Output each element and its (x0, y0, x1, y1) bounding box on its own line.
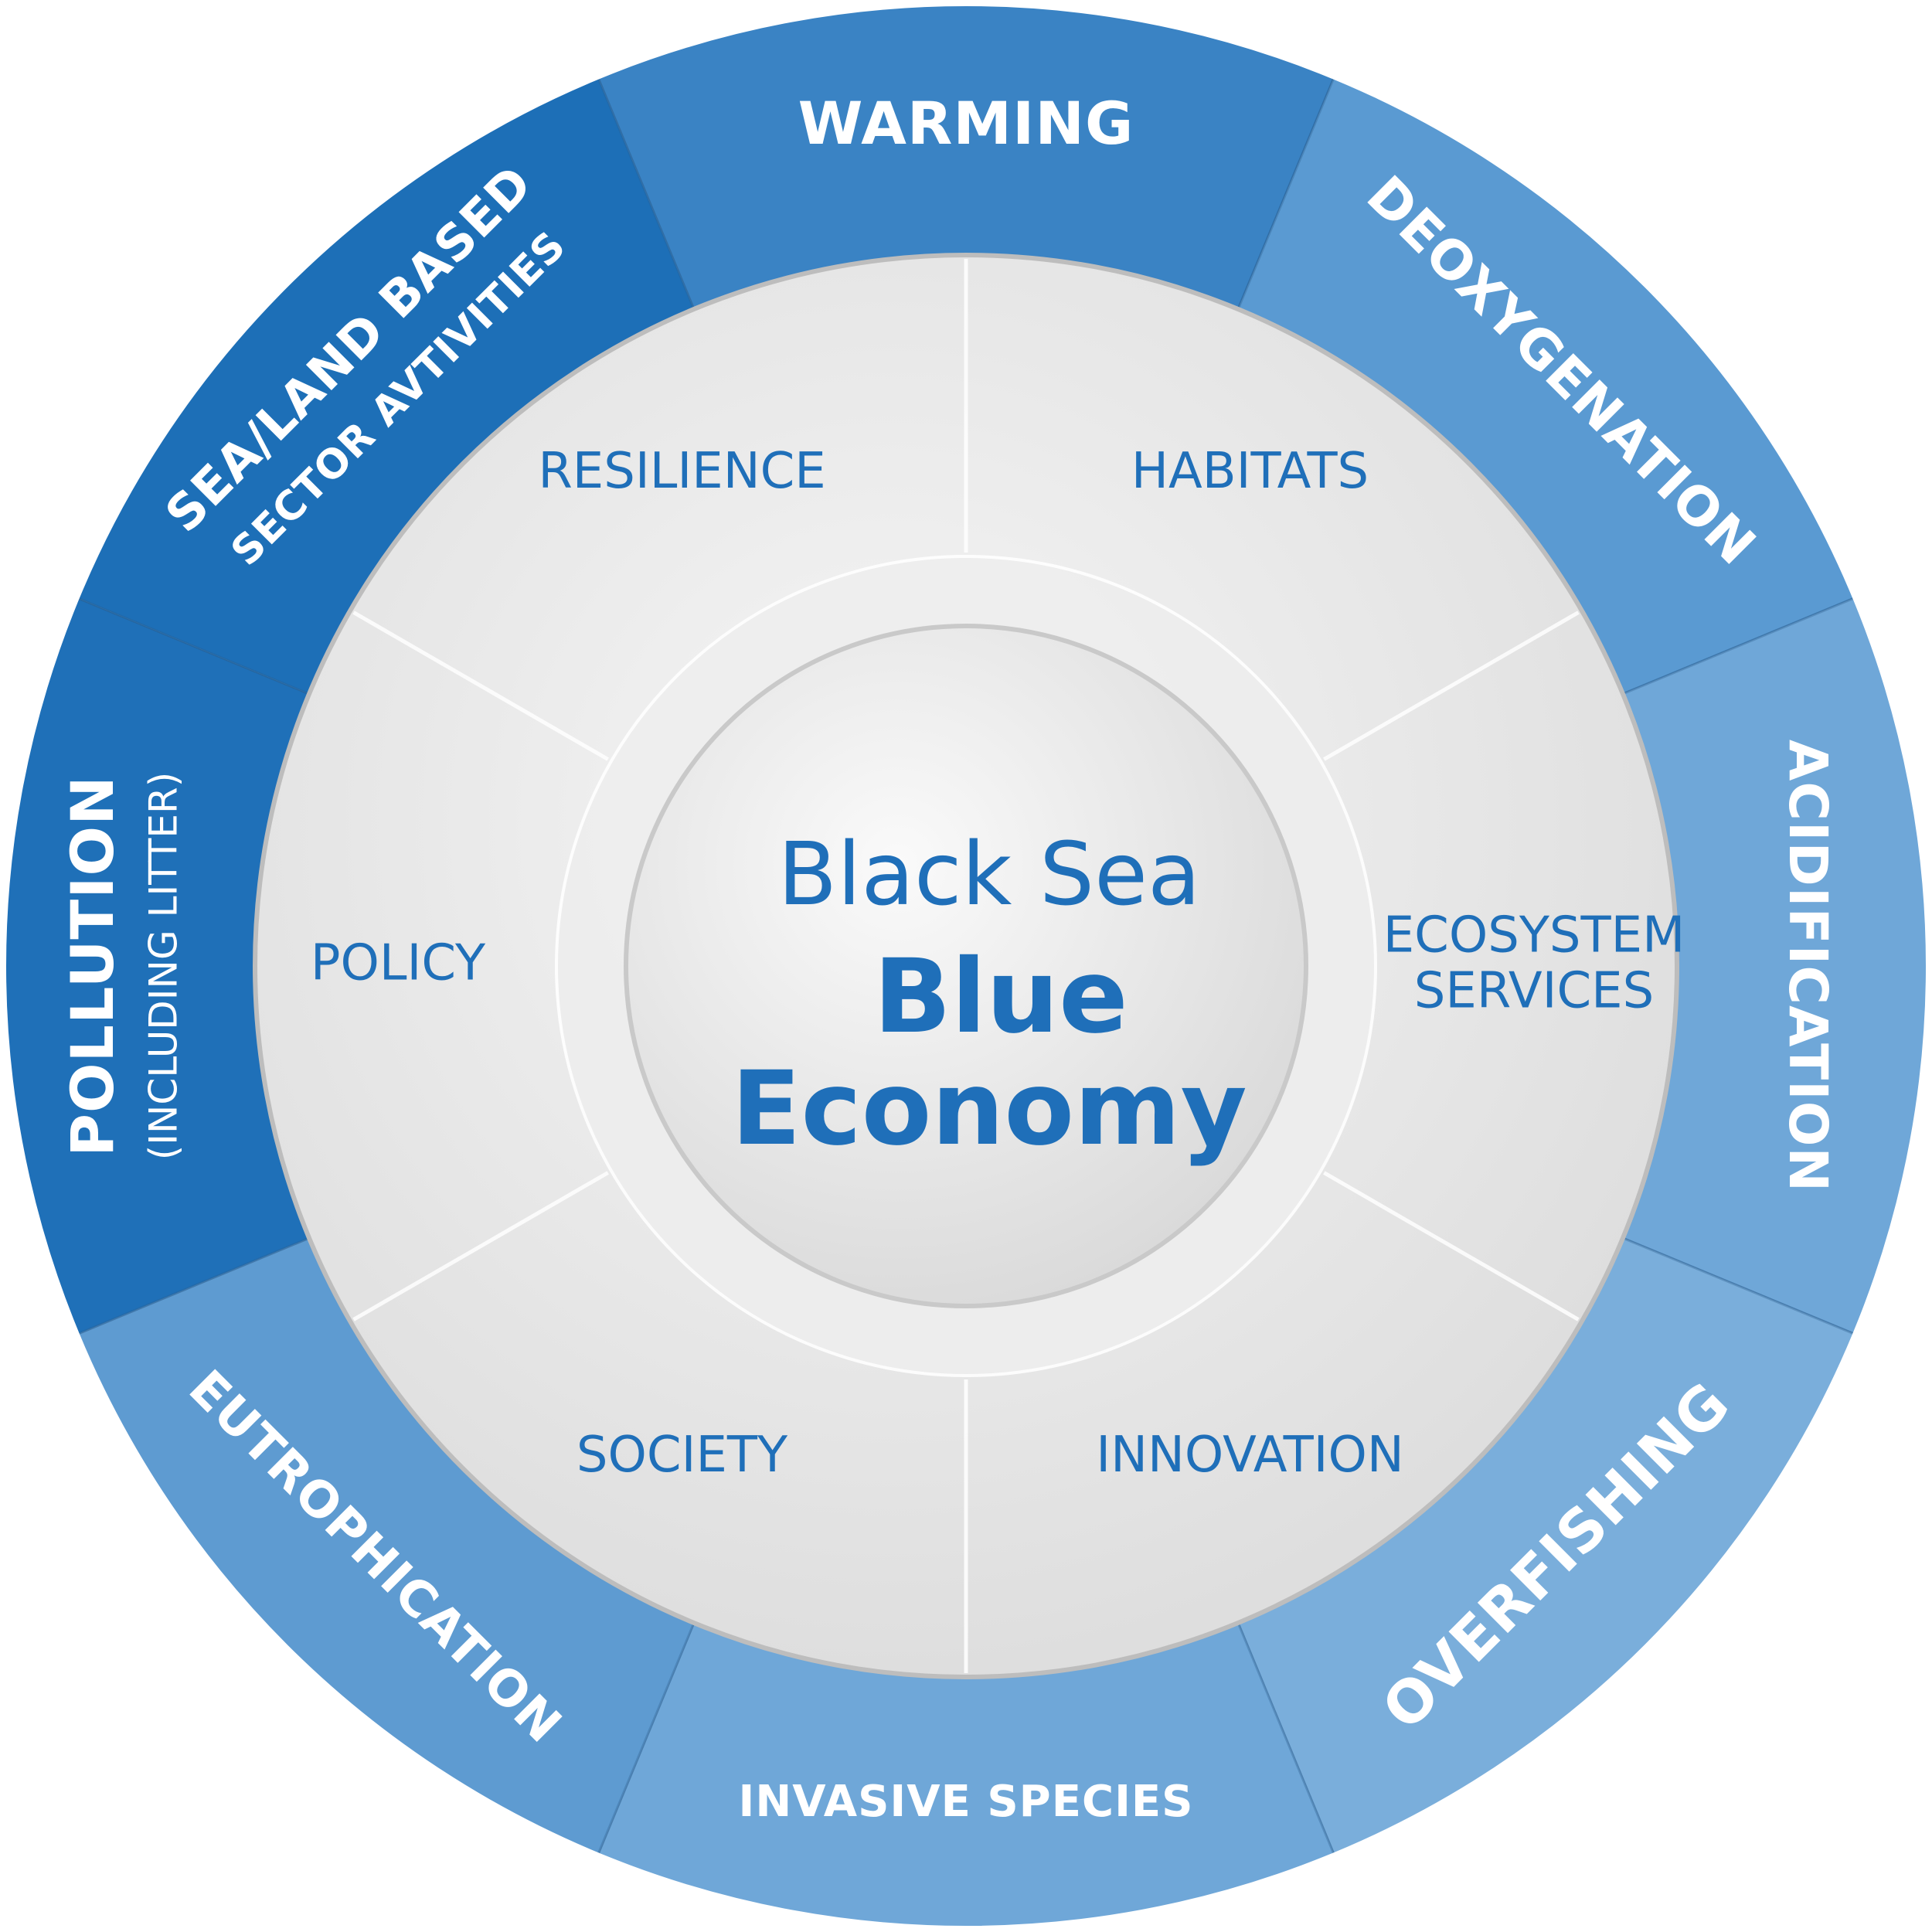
inner-label-ecosystem: ECOSYSTEM (1383, 907, 1685, 964)
inner-label-innovation: INNOVATION (1096, 1427, 1404, 1484)
center-title-line3: Economy (731, 1049, 1247, 1168)
inner-label-society: SOCIETY (577, 1427, 788, 1484)
center-title-line1: Black Sea (777, 825, 1200, 925)
outer-label-warming: WARMING (798, 89, 1134, 158)
inner-label-resilience: RESILIENCE (538, 443, 825, 500)
inner-divider (352, 1171, 609, 1321)
inner-divider (352, 611, 609, 761)
inner-label-policy: POLICY (311, 935, 486, 992)
inner-label-services: SERVICES (1414, 963, 1654, 1020)
inner-ring-dividers (352, 259, 1580, 1673)
inner-divider (1323, 1171, 1580, 1321)
center-disc (624, 624, 1308, 1308)
outer-label-invasive-species: INVASIVE SPECIES (739, 1777, 1194, 1827)
inner-label-habitats: HABITATS (1131, 443, 1369, 500)
outer-label-including-litter: (INCLUDING LITTER) (141, 772, 186, 1160)
inner-divider (1323, 611, 1580, 761)
outer-label-pollution: POLLUTION (58, 775, 127, 1157)
outer-label-acidification: ACIDIFICATION (1777, 740, 1838, 1192)
center-title-line2: Blue (873, 937, 1128, 1056)
